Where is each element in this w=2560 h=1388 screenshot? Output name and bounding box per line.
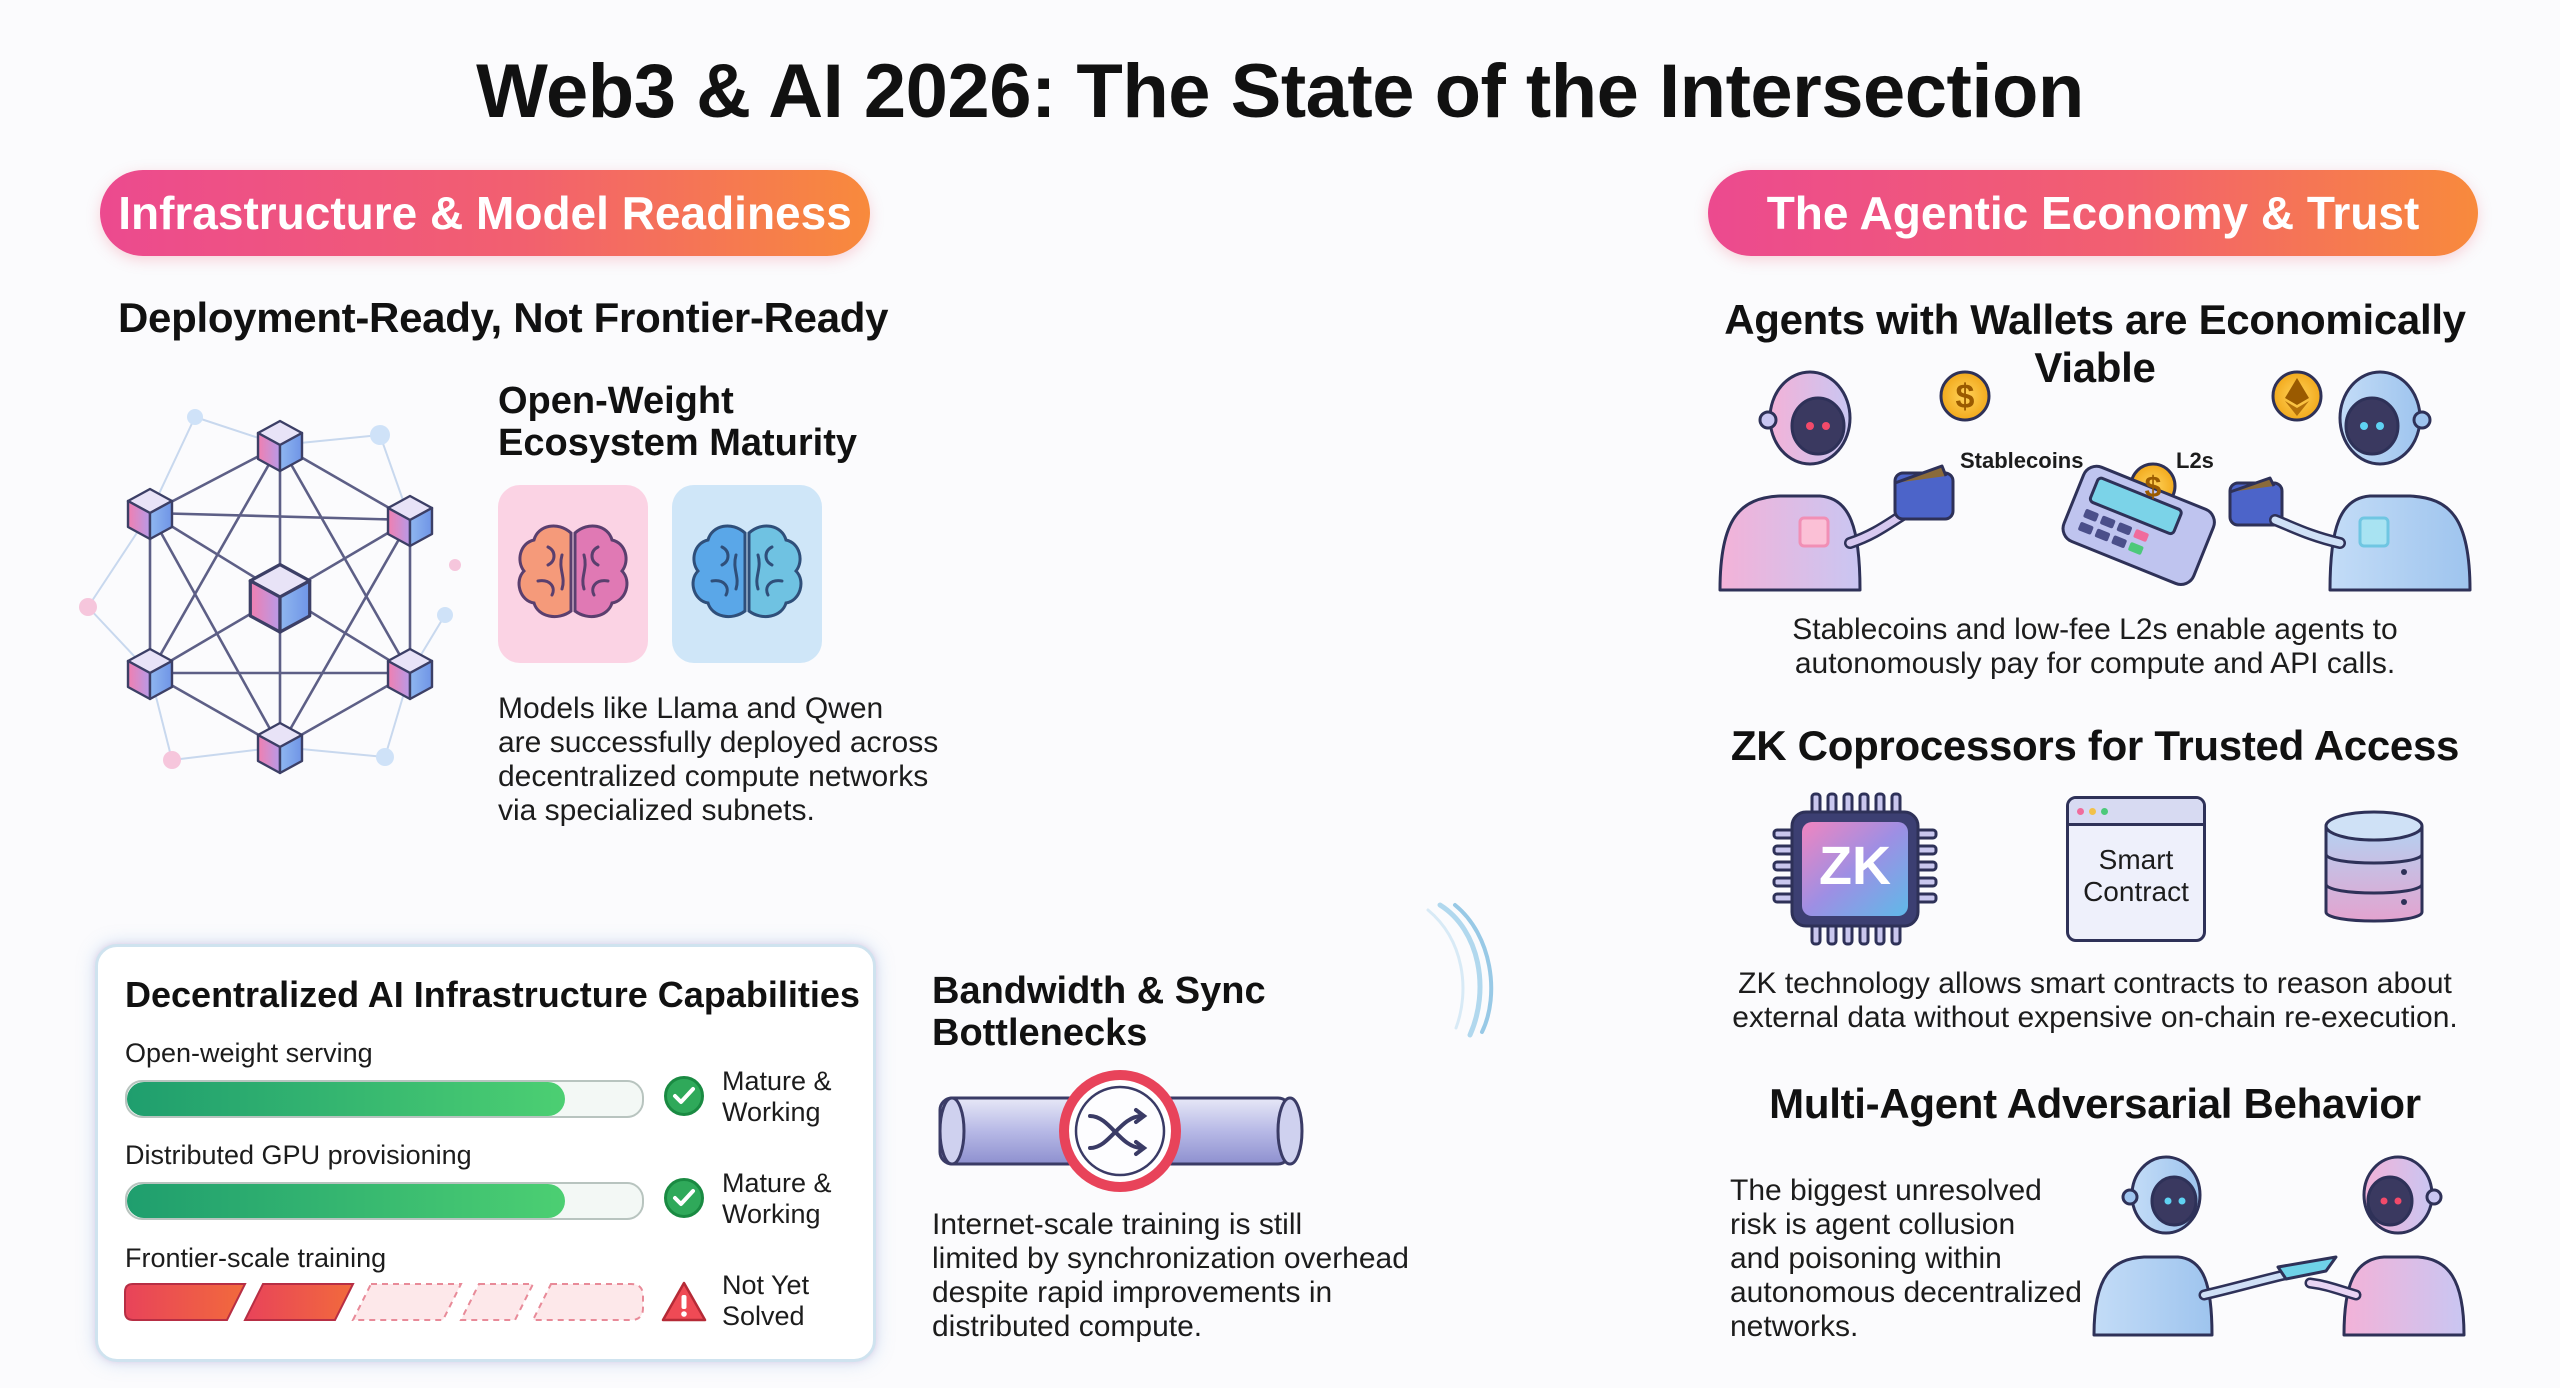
capability-label-open-weight: Open-weight serving (125, 1038, 373, 1068)
check-circle-icon (664, 1076, 704, 1116)
robot-blue-icon (2092, 1155, 2290, 1337)
open-weight-title: Open-Weight Ecosystem Maturity (498, 380, 858, 464)
database-icon (2324, 810, 2424, 923)
brain-tile-pink (498, 485, 648, 663)
bandwidth-description: Internet-scale training is still limited… (932, 1208, 1409, 1343)
capabilities-title: Decentralized AI Infrastructure Capabili… (125, 974, 860, 1015)
network-graph-icon (79, 409, 461, 775)
warning-triangle-icon (661, 1281, 707, 1322)
robot-right-icon (2269, 370, 2472, 592)
capability-bar-fill (127, 1184, 565, 1218)
dollar-coin-icon: $ (2145, 471, 2162, 504)
adversarial-heading: Multi-Agent Adversarial Behavior (1769, 1080, 2421, 1127)
brain-icon (691, 524, 803, 619)
capability-status-frontier-training: Not Yet Solved (722, 1270, 810, 1331)
check-circle-icon (664, 1178, 704, 1218)
open-weight-description: Models like Llama and Qwen are successfu… (498, 692, 939, 827)
bandwidth-title: Bandwidth & Sync Bottlenecks (932, 970, 1266, 1054)
brain-icon (517, 524, 629, 619)
section-pill-infrastructure: Infrastructure & Model Readiness (100, 170, 870, 256)
wallets-heading: Agents with Wallets are Economically Via… (1724, 296, 2466, 391)
brain-tile-blue (672, 485, 822, 663)
zk-chip-label: ZK (1819, 836, 1891, 896)
capability-bar-fill (127, 1082, 565, 1116)
capability-bar-frontier-training (124, 1283, 644, 1321)
page-title: Web3 & AI 2026: The State of the Interse… (476, 49, 2084, 134)
section-pill-agentic-economy: The Agentic Economy & Trust (1708, 170, 2478, 256)
agents-payment-illustration: $ $ (1718, 370, 2472, 592)
capability-bar-open-weight (125, 1080, 644, 1118)
zk-chip-icon (1772, 792, 1938, 946)
capability-bar-distributed-gpu (125, 1182, 644, 1220)
dollar-coin-icon: $ (1956, 378, 1975, 416)
robot-pink-icon (2304, 1155, 2466, 1337)
deployment-ready-heading: Deployment-Ready, Not Frontier-Ready (118, 294, 889, 341)
wallets-description: Stablecoins and low-fee L2s enable agent… (1792, 613, 2398, 680)
capability-status-distributed-gpu: Mature & Working (722, 1168, 832, 1229)
pipe-bottleneck-icon (938, 1070, 1304, 1192)
ethereum-coin-icon (2285, 378, 2309, 416)
agents-collusion-illustration (2092, 1155, 2466, 1337)
adversarial-description: The biggest unresolved risk is agent col… (1730, 1174, 2082, 1343)
stablecoins-label: Stablecoins (1960, 448, 2084, 473)
zk-heading: ZK Coprocessors for Trusted Access (1730, 722, 2460, 769)
capability-status-open-weight: Mature & Working (722, 1066, 832, 1127)
robot-left-icon (1718, 370, 1921, 592)
decorative-arc-icon (1426, 902, 1494, 1038)
zk-description: ZK technology allows smart contracts to … (1732, 967, 2458, 1034)
smart-contract-window-icon: Smart Contract (2066, 796, 2206, 942)
capability-label-frontier-training: Frontier-scale training (125, 1243, 387, 1273)
capability-label-distributed-gpu: Distributed GPU provisioning (125, 1140, 472, 1170)
l2s-label: L2s (2176, 448, 2214, 473)
smart-contract-label: Smart Contract (2083, 844, 2189, 907)
